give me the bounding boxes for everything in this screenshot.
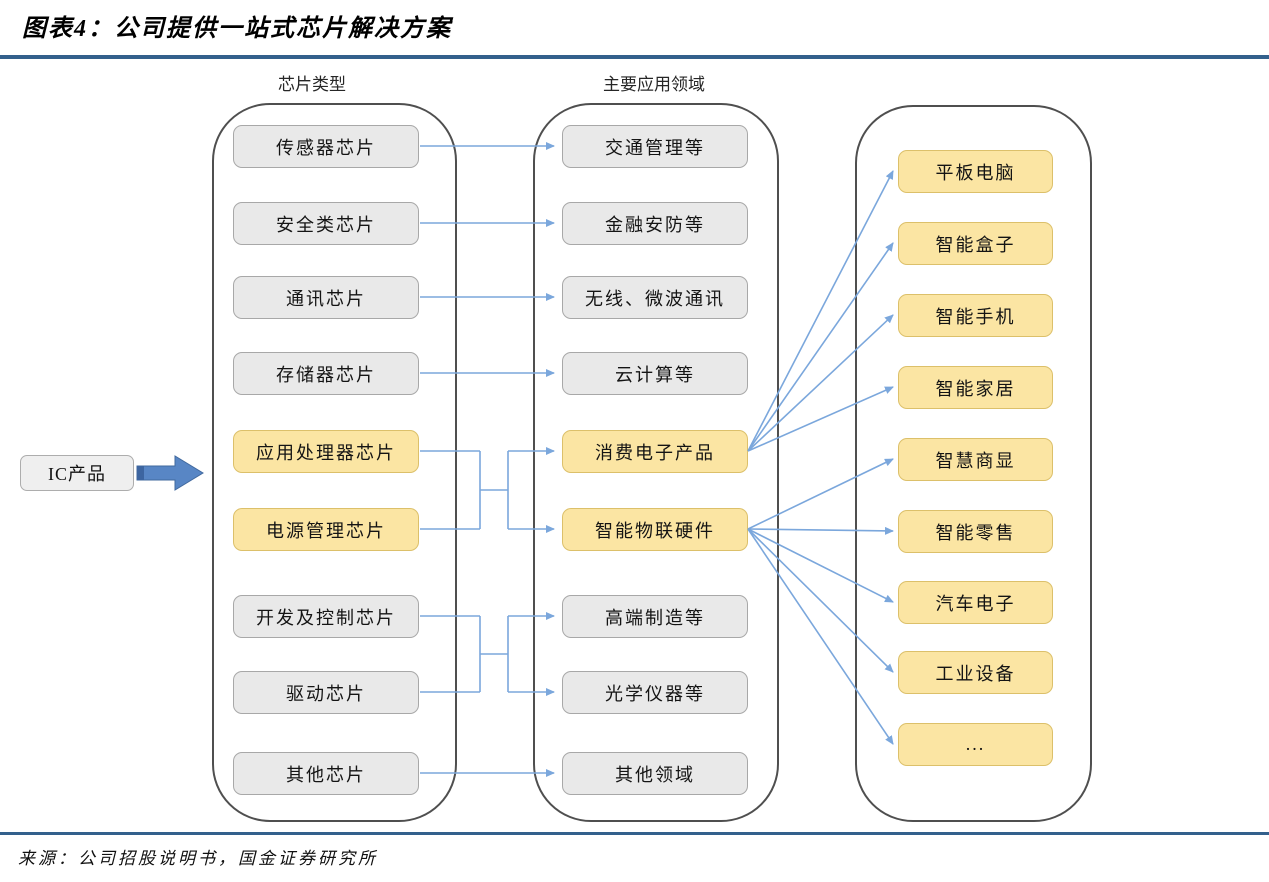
figure-title: 图表4：公司提供一站式芯片解决方案 [22, 16, 452, 42]
end-product-box: 工业设备 [898, 651, 1053, 694]
app-area-box: 无线、微波通讯 [562, 276, 748, 319]
end-product-box: 智慧商显 [898, 438, 1053, 481]
app-area-box: 高端制造等 [562, 595, 748, 638]
chip-type-box: 其他芯片 [233, 752, 419, 795]
ic-product-box: IC产品 [20, 455, 134, 491]
column-header-chip-types: 芯片类型 [278, 75, 346, 94]
app-area-box: 消费电子产品 [562, 430, 748, 473]
chip-type-box: 驱动芯片 [233, 671, 419, 714]
app-area-box: 光学仪器等 [562, 671, 748, 714]
app-area-box: 智能物联硬件 [562, 508, 748, 551]
app-area-box: 交通管理等 [562, 125, 748, 168]
end-product-box: 平板电脑 [898, 150, 1053, 193]
column-header-application-areas: 主要应用领域 [603, 75, 705, 94]
chip-type-box: 存储器芯片 [233, 352, 419, 395]
end-product-box: 智能盒子 [898, 222, 1053, 265]
chip-type-box: 安全类芯片 [233, 202, 419, 245]
end-product-box: ... [898, 723, 1053, 766]
app-area-box: 其他领域 [562, 752, 748, 795]
source-note: 来源：公司招股说明书，国金证券研究所 [18, 849, 378, 868]
end-product-box: 智能零售 [898, 510, 1053, 553]
chip-type-box: 通讯芯片 [233, 276, 419, 319]
end-product-box: 智能手机 [898, 294, 1053, 337]
end-product-box: 智能家居 [898, 366, 1053, 409]
chip-type-box: 开发及控制芯片 [233, 595, 419, 638]
app-area-box: 金融安防等 [562, 202, 748, 245]
top-divider [0, 55, 1269, 59]
app-area-box: 云计算等 [562, 352, 748, 395]
chip-type-box: 传感器芯片 [233, 125, 419, 168]
end-product-box: 汽车电子 [898, 581, 1053, 624]
chip-type-box: 电源管理芯片 [233, 508, 419, 551]
bottom-divider [0, 832, 1269, 835]
chip-type-box: 应用处理器芯片 [233, 430, 419, 473]
flow-arrow-icon [136, 455, 204, 491]
